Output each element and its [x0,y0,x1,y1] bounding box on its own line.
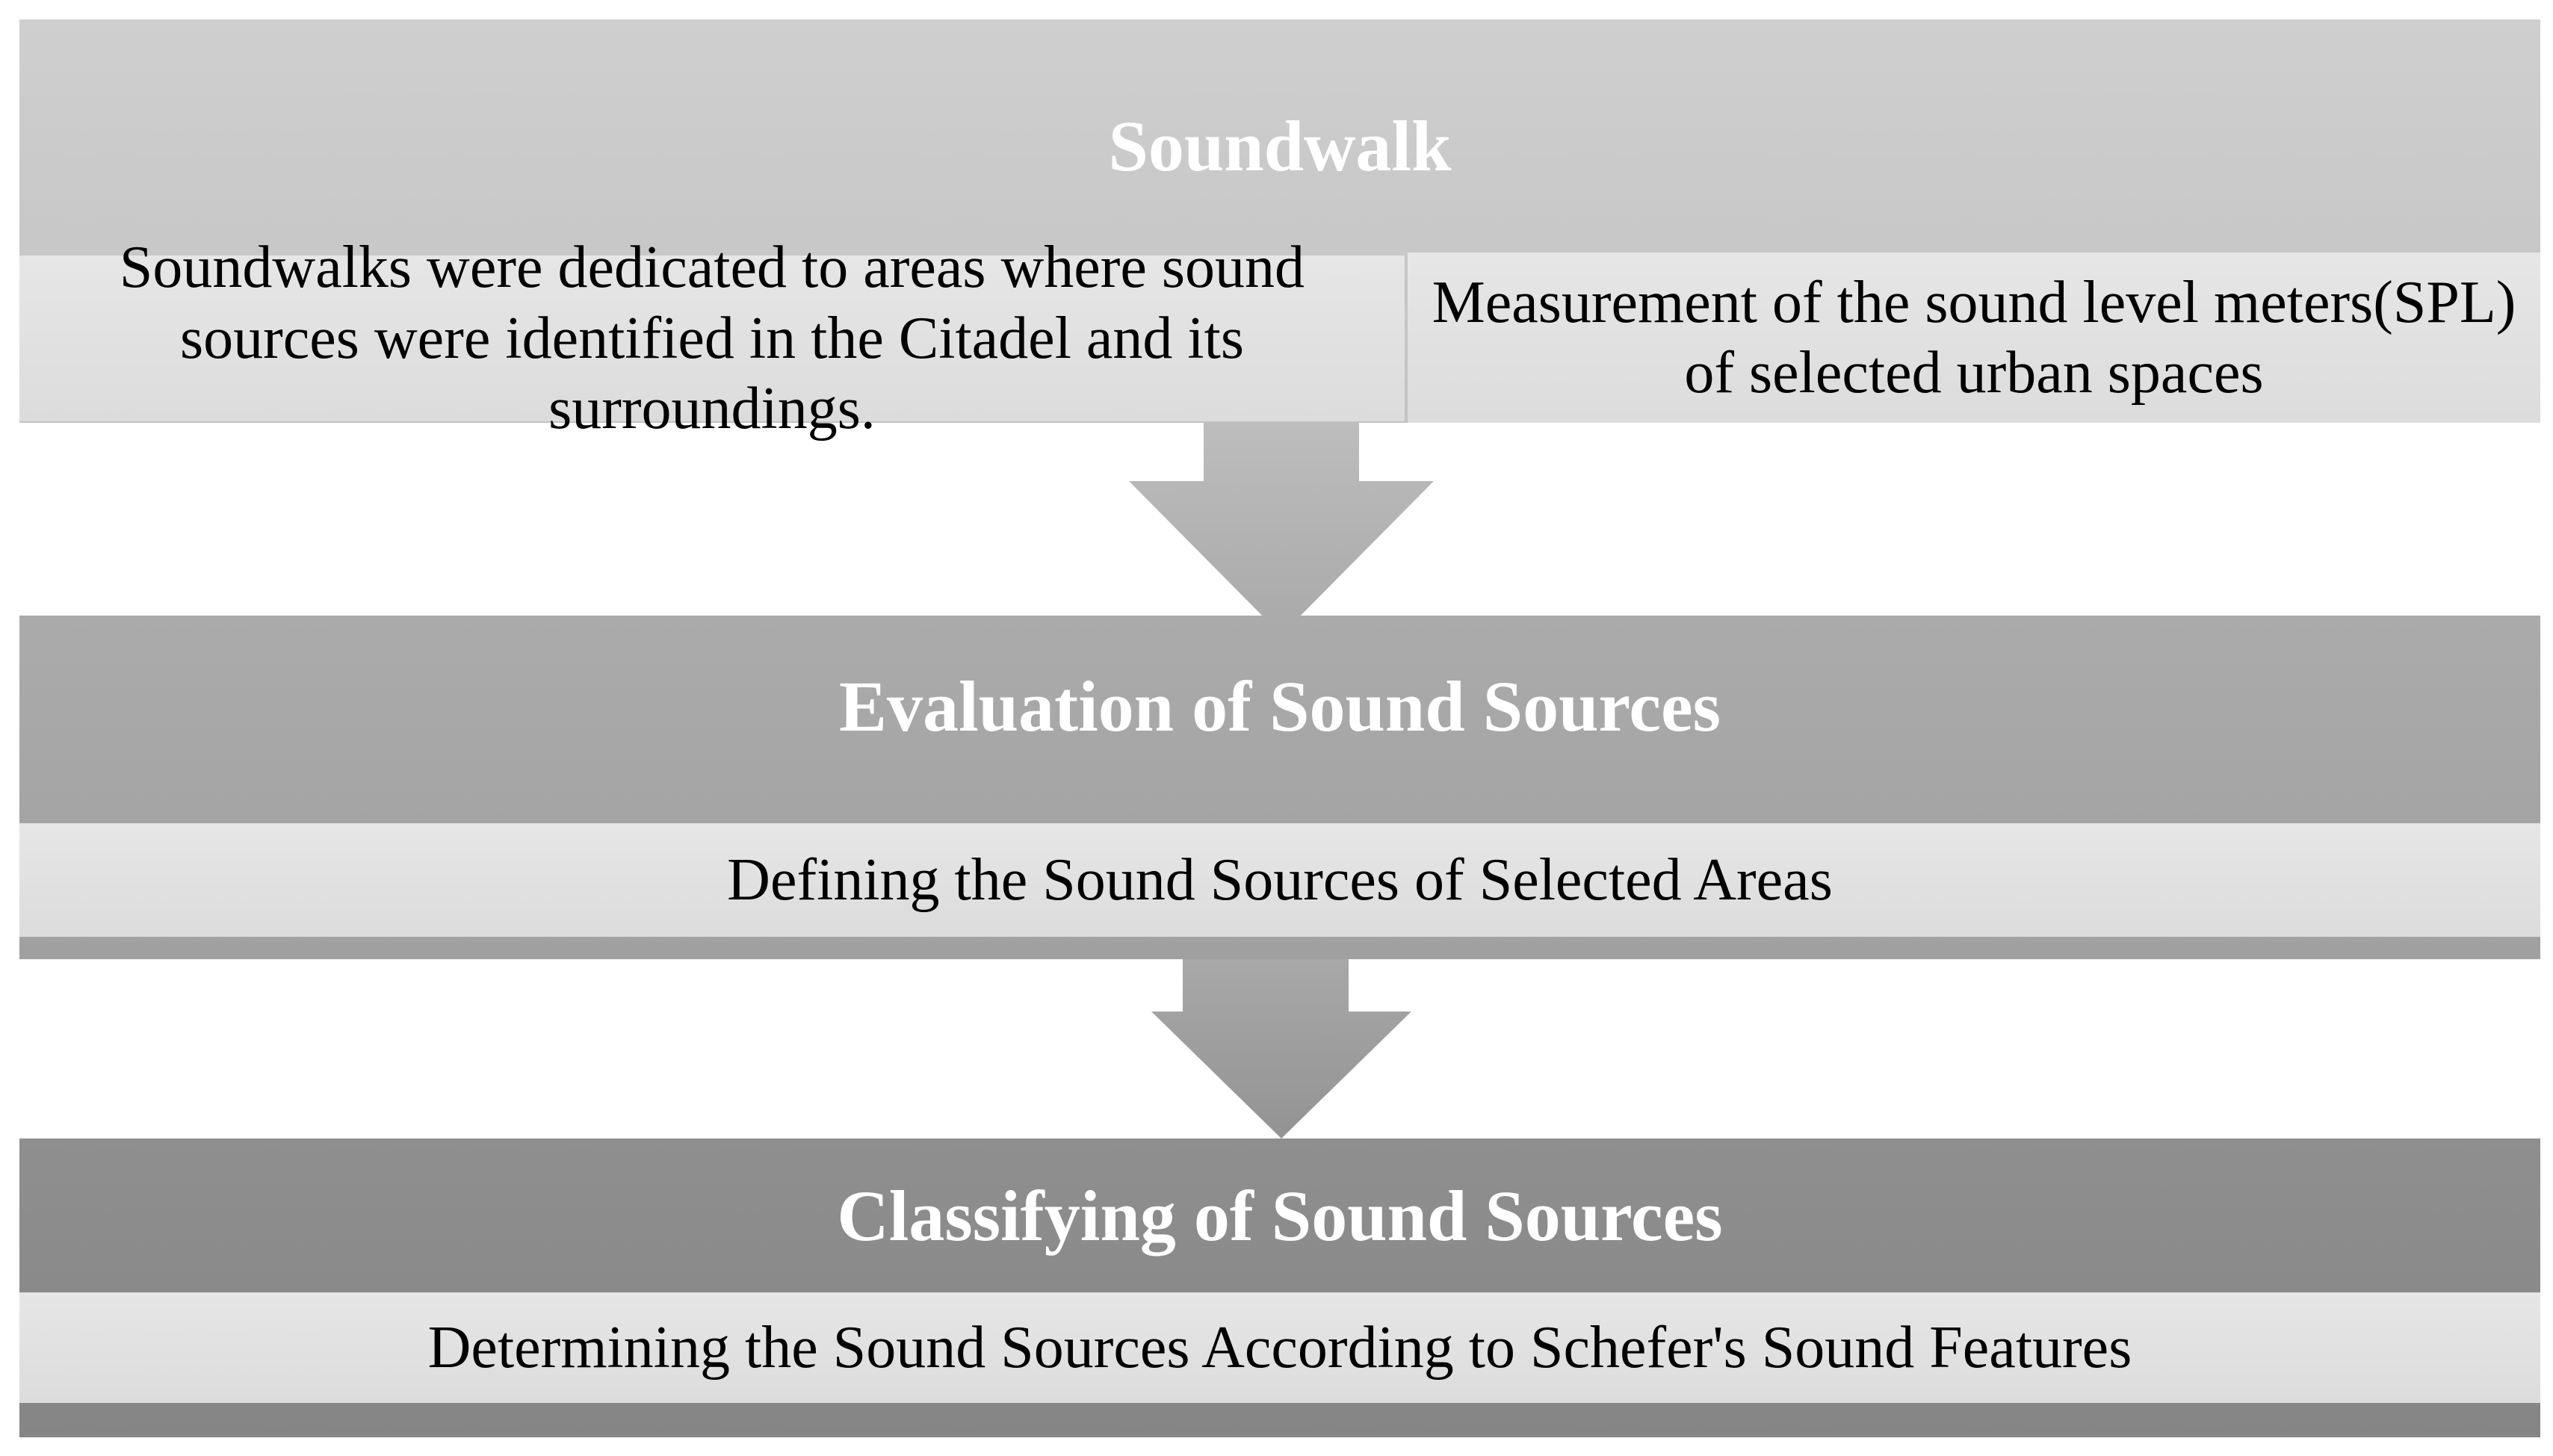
down-arrow-icon [1151,959,1411,1139]
spl-measurement-panel: Measurement of the sound level meters(SP… [1408,253,2540,423]
stage-soundwalk-title: Soundwalk [1108,106,1452,186]
down-arrow-icon [1129,423,1434,635]
stage-classifying: Classifying of Sound Sources Determining… [19,1139,2540,1437]
evaluation-description-panel: Defining the Sound Sources of Selected A… [19,823,2540,937]
soundwalk-description-panel: Soundwalks were dedicated to areas where… [19,235,1405,442]
stage-soundwalk: Soundwalk Soundwalks were dedicated to a… [19,19,2540,442]
stage-evaluation-title: Evaluation of Sound Sources [839,666,1721,746]
classifying-description-panel: Determining the Sound Sources According … [19,1292,2540,1403]
stage-classifying-title: Classifying of Sound Sources [837,1176,1723,1256]
stage-evaluation: Evaluation of Sound Sources Defining the… [19,616,2540,959]
